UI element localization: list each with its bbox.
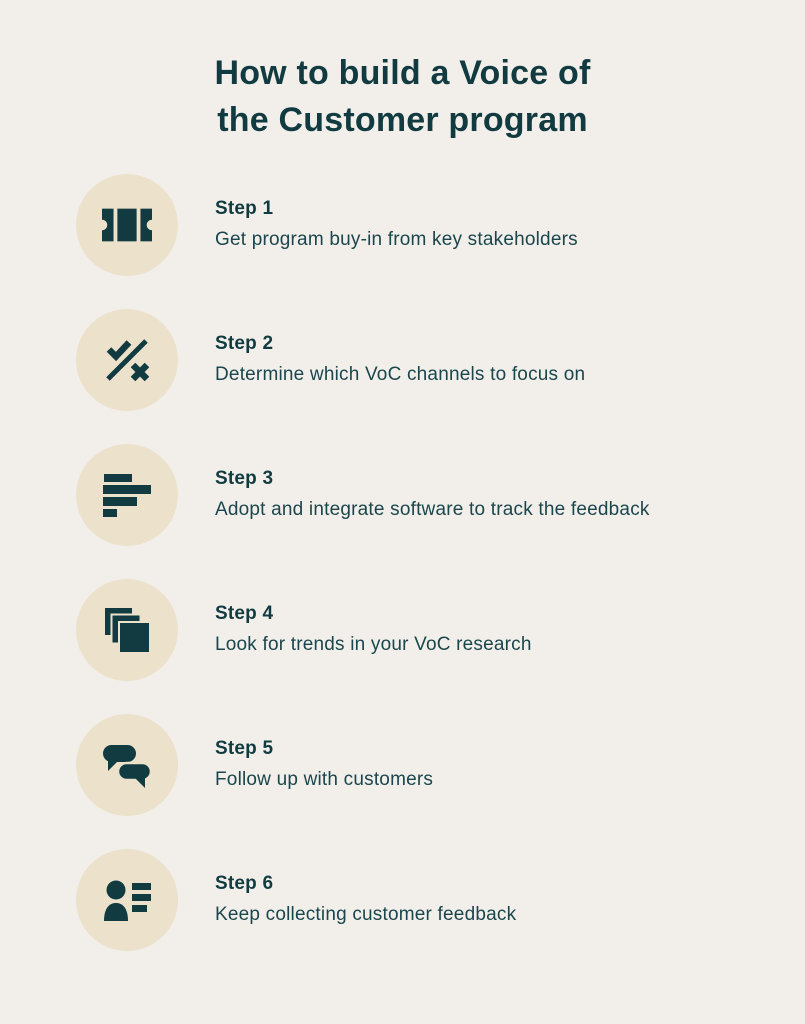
- step-row-4: Step 4 Look for trends in your VoC resea…: [76, 579, 805, 681]
- step-description: Get program buy-in from key stakeholders: [215, 228, 578, 250]
- page-title: How to build a Voice of the Customer pro…: [0, 0, 805, 144]
- step-2-icon-circle: [76, 309, 178, 411]
- step-description: Look for trends in your VoC research: [215, 633, 532, 655]
- page-title-line1: How to build a Voice of: [214, 54, 591, 92]
- step-4-icon-circle: [76, 579, 178, 681]
- step-description: Follow up with customers: [215, 768, 434, 790]
- step-label: Step 1: [215, 197, 274, 219]
- step-row-1: Step 1 Get program buy-in from key stake…: [76, 174, 805, 276]
- step-description: Keep collecting customer feedback: [215, 903, 517, 925]
- step-1-icon-circle: [76, 174, 178, 276]
- steps-list: Step 1 Get program buy-in from key stake…: [0, 174, 805, 951]
- step-3-icon-circle: [76, 444, 178, 546]
- ticket-icon: [102, 208, 152, 242]
- step-label: Step 2: [215, 332, 274, 354]
- check-x-icon: [106, 339, 150, 382]
- step-6-icon-circle: [76, 849, 178, 951]
- step-row-3: Step 3 Adopt and integrate software to t…: [76, 444, 805, 546]
- step-label: Step 5: [215, 737, 274, 759]
- step-label: Step 3: [215, 467, 274, 489]
- step-row-2: Step 2 Determine which VoC channels to f…: [76, 309, 805, 411]
- step-4-text: Step 4 Look for trends in your VoC resea…: [215, 603, 532, 658]
- layers-icon: [103, 606, 151, 654]
- person-list-icon: [104, 880, 151, 921]
- step-row-5: Step 5 Follow up with customers: [76, 714, 805, 816]
- step-description: Adopt and integrate software to track th…: [215, 498, 650, 520]
- step-label: Step 6: [215, 872, 274, 894]
- step-2-text: Step 2 Determine which VoC channels to f…: [215, 333, 585, 388]
- step-label: Step 4: [215, 602, 274, 624]
- step-row-6: Step 6 Keep collecting customer feedback: [76, 849, 805, 951]
- step-6-text: Step 6 Keep collecting customer feedback: [215, 873, 516, 928]
- step-description: Determine which VoC channels to focus on: [215, 363, 586, 385]
- step-5-icon-circle: [76, 714, 178, 816]
- step-3-text: Step 3 Adopt and integrate software to t…: [215, 468, 650, 523]
- page-title-line2: the Customer program: [217, 101, 588, 139]
- step-5-text: Step 5 Follow up with customers: [215, 738, 433, 793]
- bar-chart-icon: [103, 473, 151, 517]
- step-1-text: Step 1 Get program buy-in from key stake…: [215, 198, 578, 253]
- speech-bubbles-icon: [103, 744, 153, 788]
